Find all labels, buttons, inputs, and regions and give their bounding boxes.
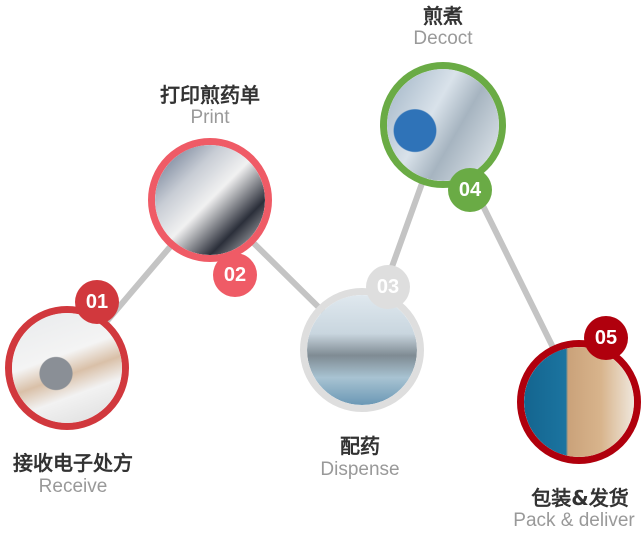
step-5-photo (517, 340, 641, 464)
step-2-title: 打印煎药单 (160, 83, 260, 107)
step-3-subtitle: Dispense (320, 459, 400, 480)
step-2-photo (148, 138, 272, 262)
step-3-title: 配药 (340, 434, 380, 458)
step-4-photo (380, 62, 506, 188)
step-4-title: 煎煮 (423, 4, 463, 28)
step-4-badge: 04 (448, 168, 492, 212)
step-5-badge: 05 (584, 316, 628, 360)
step-2-badge: 02 (213, 253, 257, 297)
step-1-subtitle: Receive (38, 476, 108, 497)
step-1-title: 接收电子处方 (13, 451, 133, 475)
step-3-photo (300, 288, 424, 412)
step-5-title: 包装&发货 (531, 486, 629, 510)
step-5-subtitle: Pack & deliver (513, 510, 635, 531)
step-3-badge: 03 (366, 265, 410, 309)
step-2-subtitle: Print (190, 107, 230, 128)
step-4-subtitle: Decoct (413, 28, 473, 49)
step-1-photo (5, 306, 129, 430)
step-1-badge: 01 (75, 280, 119, 324)
